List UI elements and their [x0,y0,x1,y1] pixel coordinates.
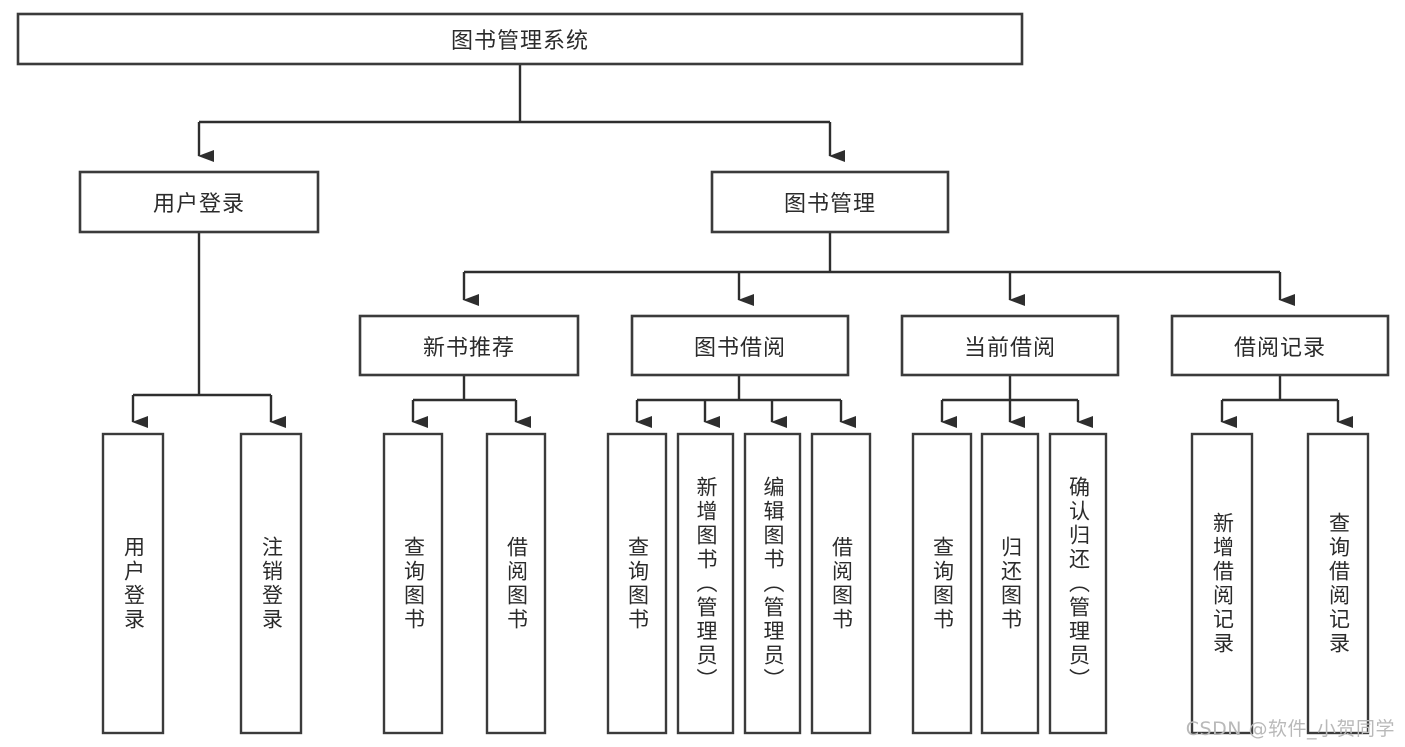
node-box-leaf6[interactable] [676,432,735,735]
node-box-leaf5[interactable] [606,432,668,735]
node-box-leaf2[interactable] [239,432,303,735]
node-box-current[interactable] [900,314,1120,377]
csdn-watermark: CSDN @软件_小贺同学 [1185,718,1395,740]
node-box-leaf1[interactable] [101,432,165,735]
node-box-leaf13[interactable] [1306,432,1370,735]
nodes-layer [16,12,1390,735]
node-box-newbook[interactable] [358,314,580,377]
node-box-leaf9[interactable] [911,432,973,735]
node-box-root[interactable] [16,12,1024,66]
node-box-leaf7[interactable] [743,432,802,735]
node-box-leaf11[interactable] [1048,432,1108,735]
node-box-leaf3[interactable] [382,432,444,735]
node-box-bookmgmt[interactable] [710,170,950,234]
node-box-leaf10[interactable] [980,432,1040,735]
node-box-leaf4[interactable] [485,432,547,735]
node-box-leaf12[interactable] [1190,432,1254,735]
node-box-borrow[interactable] [630,314,850,377]
node-box-login[interactable] [78,170,320,234]
node-box-leaf8[interactable] [810,432,872,735]
edges-layer [131,64,1353,428]
node-box-records[interactable] [1170,314,1390,377]
